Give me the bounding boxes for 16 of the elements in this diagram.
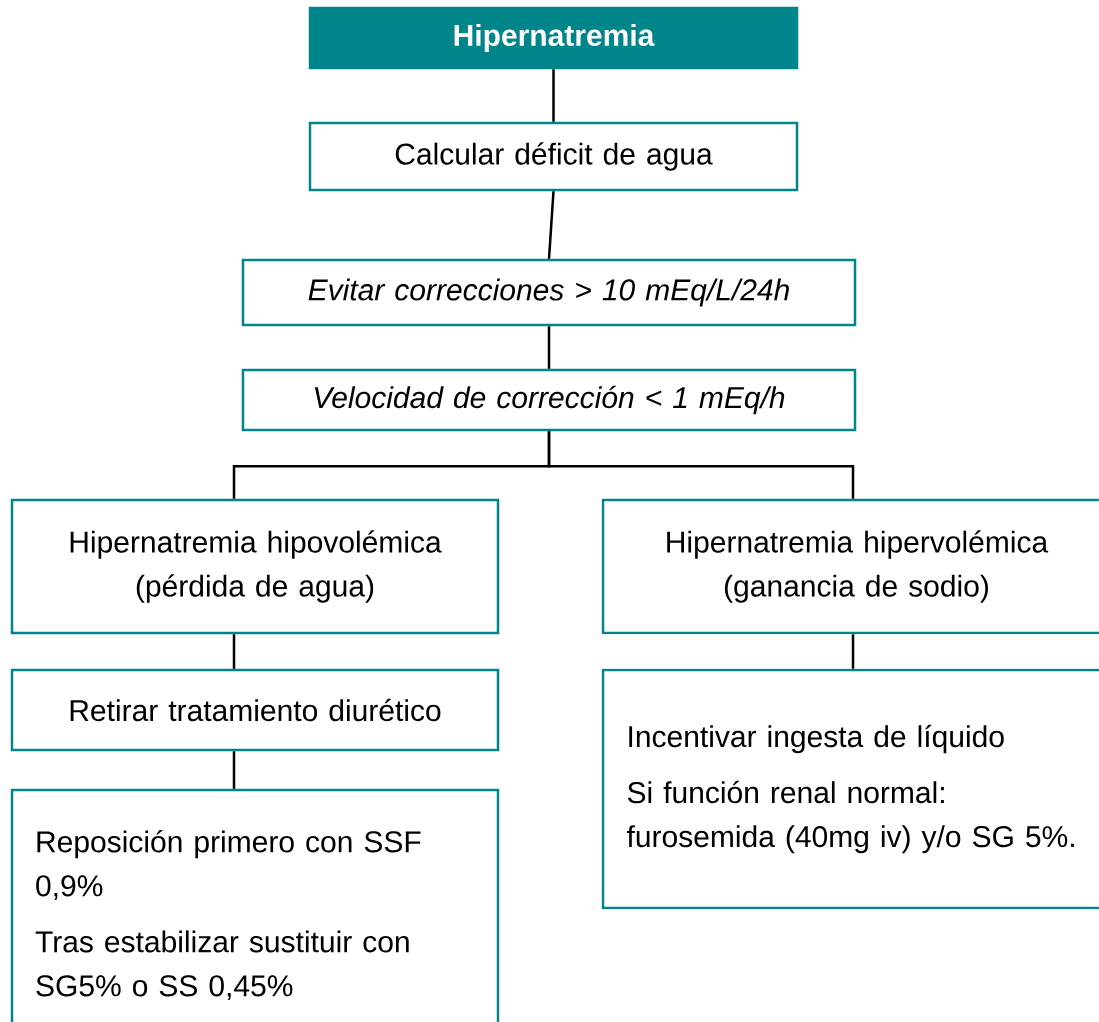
process-box: Hipernatremia hipovolémica (pérdida de agua): [10, 498, 500, 635]
connector-line: [547, 191, 555, 259]
connector-line: [547, 326, 551, 369]
process-box: Hipernatremia hipervolémica (ganancia de sodio): [601, 498, 1099, 635]
connector-line: [232, 751, 236, 789]
process-box: Velocidad de corrección < 1 mEq/h: [241, 368, 857, 432]
process-box: Retirar tratamiento diurético: [10, 668, 500, 752]
connector-line: [552, 69, 555, 122]
process-box: Calcular déficit de agua: [308, 121, 799, 192]
connector-line: [232, 634, 236, 669]
process-box: Incentivar ingesta de líquido Si función renal normal: furosemida (40mg iv) y/o SG 5%.: [601, 668, 1099, 910]
process-box: Evitar correcciones > 10 mEq/L/24h: [241, 258, 857, 327]
title-box: Hipernatremia: [308, 6, 799, 70]
connector-line: [547, 431, 855, 499]
process-box: Reposición primero con SSF 0,9% Tras estabilizar sustituir con SG5% o SS 0,45%: [10, 788, 500, 1022]
connector-line: [851, 634, 855, 669]
